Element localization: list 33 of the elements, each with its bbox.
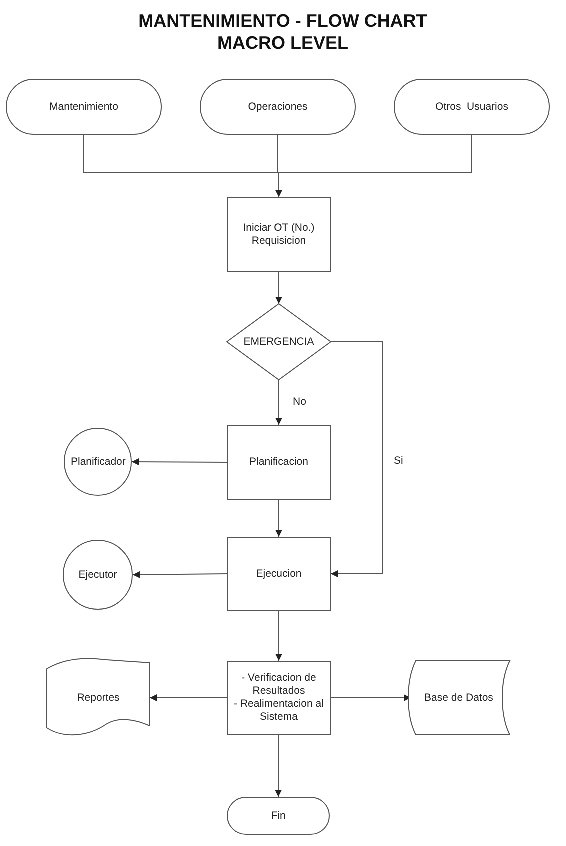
node-label: Reportes: [77, 692, 120, 704]
process-box: [227, 661, 331, 735]
node-label: Fin: [271, 810, 286, 822]
arrow: [330, 342, 384, 578]
decision-diamond: [227, 304, 331, 380]
arrow: [276, 380, 282, 426]
node-label: Planificador: [71, 456, 125, 468]
node-label: Otros Usuarios: [436, 100, 508, 114]
arrow: [276, 272, 282, 304]
node-label: EMERGENCIA: [244, 336, 314, 348]
arrow: [132, 571, 228, 578]
process-box: [227, 197, 331, 272]
arrow: [276, 134, 472, 198]
data-storage-shape: [408, 661, 510, 735]
terminal-shape: [227, 797, 330, 835]
process-box: [227, 537, 331, 611]
node-label: Mantenimiento: [50, 100, 118, 114]
node-label: Operaciones: [248, 100, 308, 114]
process-box: [227, 425, 331, 500]
arrow: [276, 500, 282, 538]
document-shape: [47, 660, 150, 736]
arrow: [276, 610, 282, 662]
node-label: Iniciar OT (No.) Requisicion: [242, 222, 316, 248]
node-label: Planificacion: [250, 456, 308, 469]
arrow: [275, 734, 282, 798]
node-label: Ejecucion: [256, 568, 302, 580]
node-label: Ejecutor: [78, 568, 118, 582]
node-label: Base de Datos: [424, 692, 494, 704]
node-label: - Realimentacion al Sistema: [234, 698, 324, 724]
chart-title: MANTENIMIENTO - FLOW CHART MACRO LEVEL: [138, 10, 428, 54]
arrow: [150, 694, 228, 702]
arrow: [132, 458, 228, 466]
node-label: - Verificacion de Resultados: [240, 672, 318, 698]
